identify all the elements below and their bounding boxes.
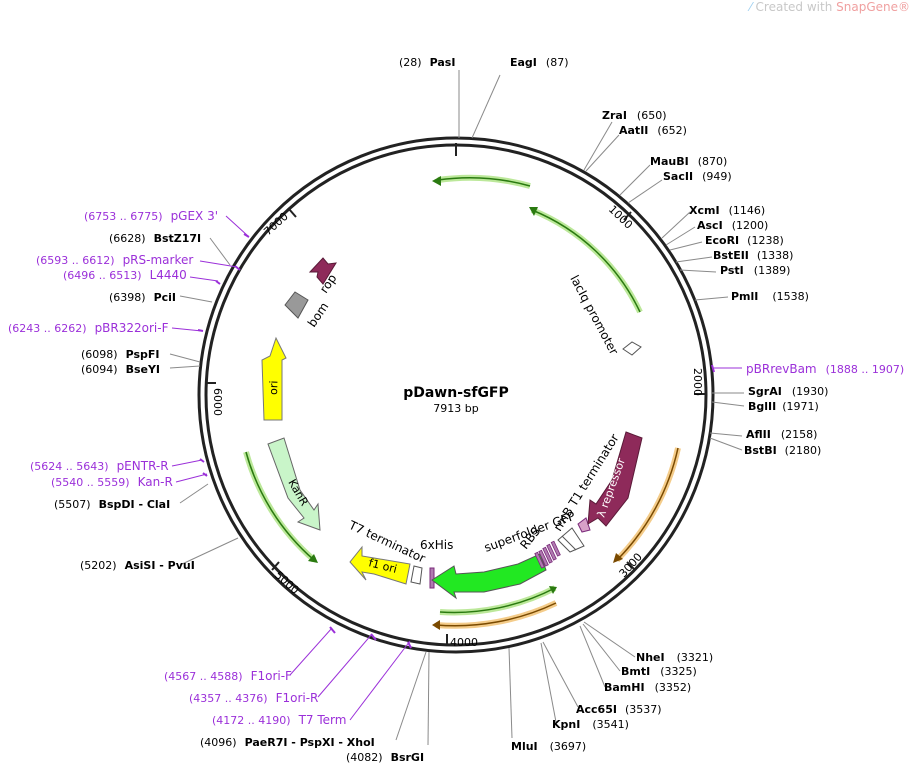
primer-f1ori-r: (4357 .. 4376)F1ori-R: [189, 691, 318, 705]
site-bspdi: (5507)BspDI - ClaI: [54, 498, 170, 511]
arrow-head-icon: [549, 586, 557, 594]
primer-pgex3: (6753 .. 6775)pGEX 3': [84, 209, 218, 223]
primer-t7-term: (4172 .. 4190)T7 Term: [212, 713, 346, 727]
site-maubi: MauBI(870): [650, 155, 727, 168]
site-pmli: PmlI(1538): [731, 290, 809, 303]
arrow-head-icon: [432, 620, 440, 630]
site-aflii: AflII(2158): [746, 428, 817, 441]
site-bseyi: (6094)BseYI: [81, 363, 160, 376]
thin-arc-features: [243, 174, 681, 630]
site-bsrgi: (4082)BsrGI: [346, 751, 424, 764]
tick-label-7000: 7000: [261, 210, 291, 238]
site-bglii: BglII(1971): [748, 400, 819, 413]
tick-label-6000: 6000: [211, 388, 224, 416]
restriction-site-labels: (28)PasI EagI(87) ZraI(650) AatII(652) M…: [54, 56, 828, 764]
primer-pbrrevbam: pBRrevBam(1888 .. 1907): [746, 362, 904, 376]
site-sgrai: SgrAI(1930): [748, 385, 828, 398]
kanr-feature: [267, 437, 321, 531]
primer-pentr-r: (5624 .. 5643)pENTR-R: [30, 459, 169, 473]
site-mlui: MluI(3697): [511, 740, 586, 753]
site-xcmi: XcmI(1146): [689, 204, 765, 217]
primer-leader-lines: [171, 215, 742, 721]
feature-label-6xhis: 6xHis: [420, 538, 453, 552]
site-pasi: (28)PasI: [399, 56, 455, 69]
gfp-feature: [431, 553, 547, 600]
feature-label-bom: bom: [305, 300, 332, 330]
thick-features: [261, 257, 643, 600]
primer-pbr322ori-f: (6243 .. 6262)pBR322ori-F: [8, 321, 169, 335]
operator-mark: [577, 517, 591, 533]
primer-f1ori-f: (4567 .. 4588)F1ori-F: [164, 669, 292, 683]
plasmid-length: 7913 bp: [433, 402, 478, 415]
site-psti: PstI(1389): [720, 264, 790, 277]
feature-label-ori: ori: [267, 380, 280, 395]
site-bstbi: BstBI(2180): [744, 444, 821, 457]
arrow-head-icon: [529, 207, 538, 216]
site-bmti: BmtI(3325): [621, 665, 697, 678]
site-bsteii: BstEII(1338): [713, 249, 793, 262]
site-ecori: EcoRI(1238): [705, 234, 784, 247]
tick-label-5000: 5000: [272, 569, 302, 597]
site-pspfi: (6098)PspFI: [81, 348, 159, 361]
primer-labels: pBRrevBam(1888 .. 1907) (4172 .. 4190)T7…: [8, 209, 904, 727]
f1ori-feature: [349, 545, 411, 585]
primer-l4440: (6496 .. 6513)L4440: [63, 268, 187, 282]
site-zrai: ZraI(650): [602, 109, 667, 122]
tick-label-4000: 4000: [450, 636, 478, 649]
site-sacii: SacII(949): [663, 170, 732, 183]
lacIq-promoter-feature: [622, 341, 642, 356]
snapgene-watermark: ⁄ Created with SnapGene®: [749, 0, 910, 14]
snapgene-logo-icon: ⁄: [749, 0, 756, 14]
t7-terminator-feature: [410, 565, 423, 585]
site-leader-lines: [169, 70, 745, 746]
lambda-repressor-feature: [587, 431, 643, 527]
arrow-head-icon: [432, 176, 441, 186]
site-acc65i: Acc65I(3537): [576, 703, 662, 716]
site-aatii: AatII(652): [619, 124, 687, 137]
primer-marks: [197, 233, 715, 649]
rbs-feature: [534, 540, 561, 569]
6xhis-feature: [429, 567, 435, 589]
tick-marks: [205, 143, 707, 645]
plasmid-name: pDawn-sfGFP: [403, 385, 509, 401]
rop-feature: [308, 257, 337, 285]
primer-prs-marker: (6593 .. 6612)pRS-marker: [36, 253, 193, 267]
site-nhei: NheI(3321): [636, 651, 713, 664]
site-asisi: (5202)AsiSI - PvuI: [80, 559, 195, 572]
site-kpni: KpnI(3541): [552, 718, 629, 731]
site-eagi: EagI(87): [510, 56, 569, 69]
primer-kan-r: (5540 .. 5559)Kan-R: [51, 475, 173, 489]
bom-feature: [284, 291, 309, 319]
arrow-head-icon: [613, 553, 623, 563]
ori-feature: [261, 336, 287, 421]
rrnb-t1-terminator-feature: [557, 527, 585, 553]
tick-label-2000: 2000: [691, 368, 704, 396]
feature-label-lacIq-promoter: lacIq promoter: [567, 273, 621, 357]
site-bstz17i: (6628)BstZ17I: [109, 232, 201, 245]
site-asci: AscI(1200): [697, 219, 768, 232]
arrow-head-icon: [308, 554, 318, 563]
site-paer7i: (4096)PaeR7I - PspXI - XhoI: [200, 736, 375, 749]
site-pcii: (6398)PciI: [109, 291, 176, 304]
site-bamhi: BamHI(3352): [604, 681, 691, 694]
